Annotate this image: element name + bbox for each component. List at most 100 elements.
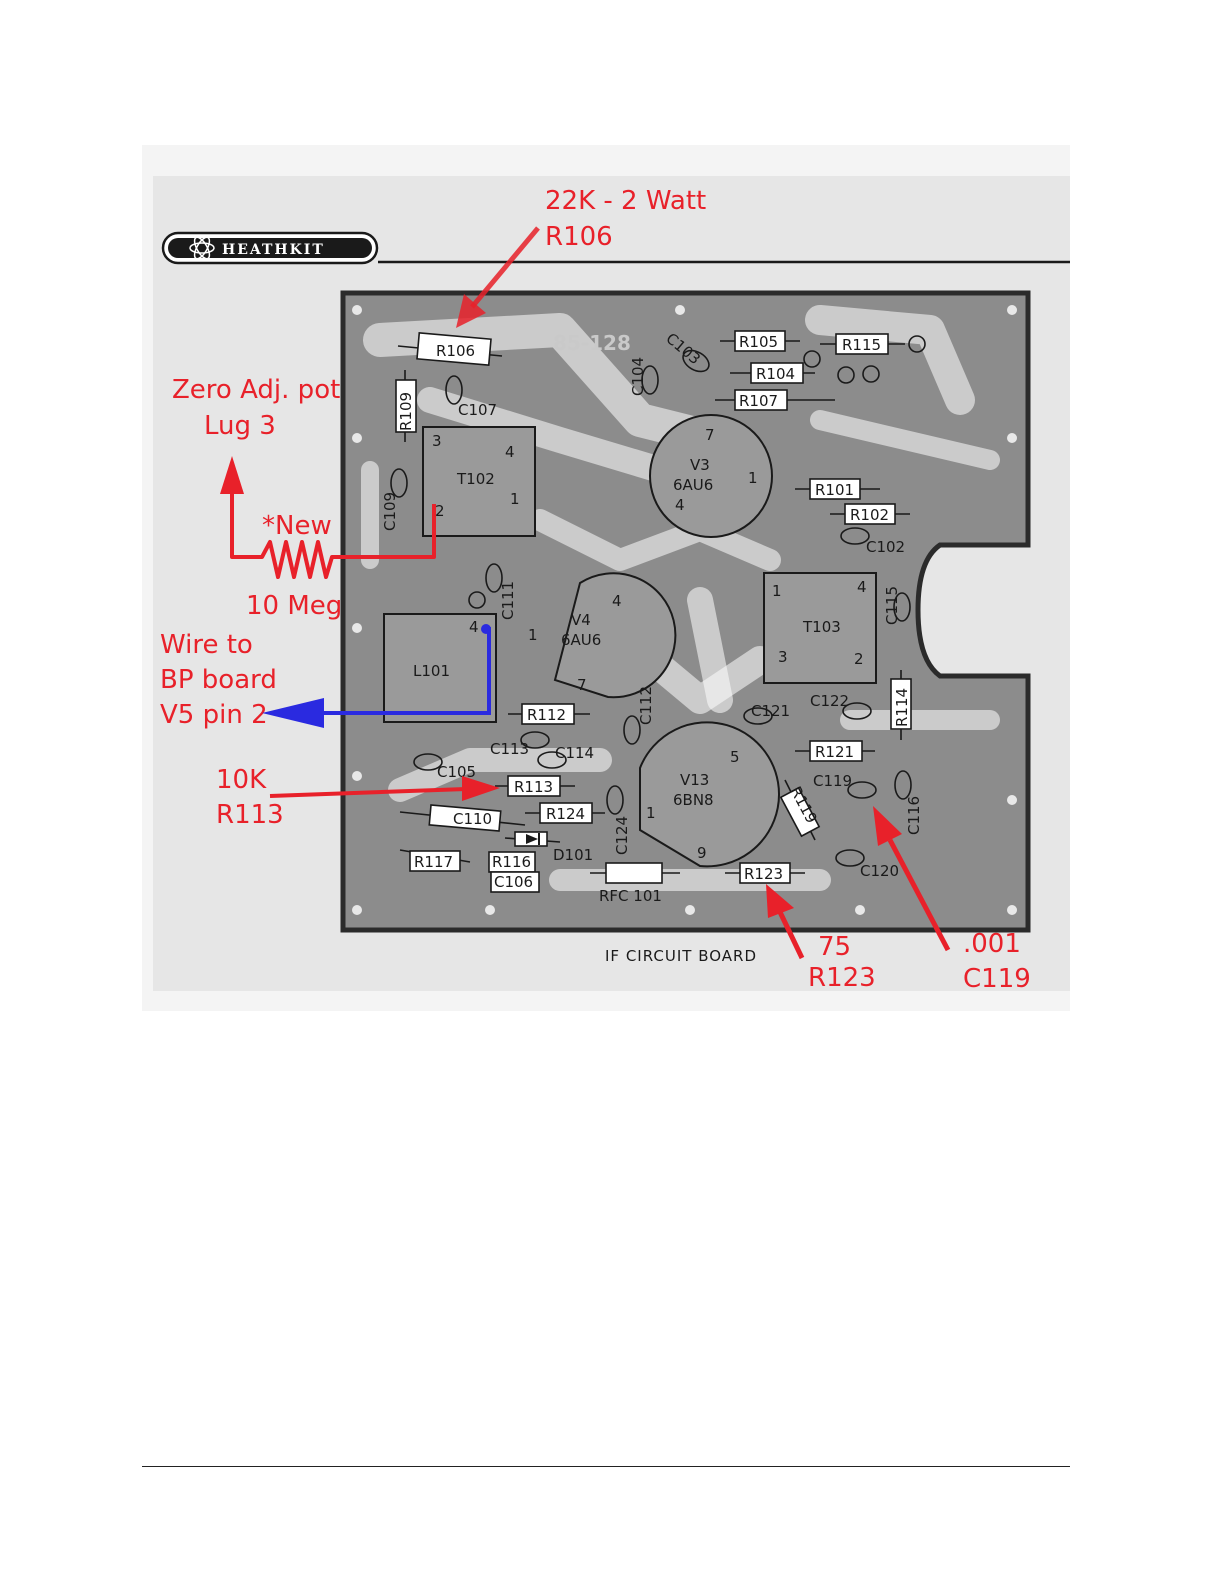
capacitor-label: C111 — [499, 581, 517, 620]
resistor-label: R104 — [756, 365, 795, 383]
capacitor-label: C104 — [629, 357, 647, 396]
t103-pin: 3 — [778, 648, 788, 666]
annotation-c119-ref: C119 — [963, 964, 1031, 994]
annotation-v5-pin: V5 pin 2 — [160, 700, 268, 730]
resistors: R106 R109 R105 R115 R104 R107 R101 R102 … — [395, 330, 912, 893]
capacitor-label: C114 — [555, 744, 594, 762]
tube-v4-pin: 1 — [528, 626, 538, 644]
resistor-label: R109 — [397, 392, 415, 431]
annotation-r106-ref: R106 — [545, 222, 613, 252]
tube-v4-pin: 4 — [612, 592, 622, 610]
capacitor-label: C106 — [494, 873, 533, 891]
capacitor-label: C105 — [437, 763, 476, 781]
arrow-r106 — [456, 226, 540, 328]
resistor-label: R106 — [436, 342, 475, 360]
t103-pin: 2 — [854, 650, 864, 668]
arrow-r123 — [766, 884, 805, 960]
resistor-label: R116 — [492, 853, 531, 871]
tube-v3-pin: 7 — [705, 426, 715, 444]
capacitor-label: C121 — [751, 702, 790, 720]
tube-v3-pin: 1 — [748, 469, 758, 487]
annotation-10meg: 10 Meg — [246, 591, 342, 621]
tube-v4-pin: 7 — [577, 676, 587, 694]
tube-v13-type: 6BN8 — [673, 791, 714, 809]
capacitor-label: C112 — [637, 686, 655, 725]
transformer-t103: T103 1 4 3 2 — [763, 572, 877, 684]
annotation-r123-ref: R123 — [808, 963, 876, 993]
l101-label: L101 — [413, 662, 450, 680]
tube-v3-name: V3 — [690, 456, 710, 474]
footer-rule — [142, 1466, 1070, 1467]
capacitor-label: C116 — [905, 796, 923, 835]
capacitor-labels: C107 C109 C103 C104 C102 C111 C115 C122 … — [381, 329, 923, 905]
t102-label: T102 — [456, 470, 495, 488]
tube-v3: V3 6AU6 7 1 4 — [649, 414, 773, 538]
tube-v4-type: 6AU6 — [561, 631, 601, 649]
coil-l101: L101 4 — [383, 613, 497, 723]
t102-pin: 3 — [432, 432, 442, 450]
resistor-label: R114 — [893, 688, 911, 727]
capacitor-label: C109 — [381, 492, 399, 531]
capacitor-label: C115 — [883, 586, 901, 625]
atom-icon — [189, 236, 215, 260]
annotation-r113-value: 10K — [216, 765, 267, 795]
tube-v3-pin: 4 — [675, 496, 685, 514]
resistor-label: R105 — [739, 333, 778, 351]
tube-v13-pin: 1 — [646, 804, 656, 822]
resistor-label: R113 — [514, 778, 553, 796]
blue-wire — [262, 624, 491, 728]
resistor-label: R121 — [815, 743, 854, 761]
annotation-r123-value: 75 — [818, 932, 851, 962]
t102-pin: 2 — [435, 502, 445, 520]
resistor-label: R112 — [527, 706, 566, 724]
board-caption: IF CIRCUIT BOARD — [605, 947, 757, 965]
arrow-c119 — [873, 806, 951, 952]
capacitor-label: C102 — [866, 538, 905, 556]
tube-v3-type: 6AU6 — [673, 476, 713, 494]
annotation-lug: Lug 3 — [204, 411, 276, 441]
board-part-number: 85-128 — [553, 331, 631, 355]
new-resistor-wire — [220, 456, 436, 579]
t103-label: T103 — [802, 618, 841, 636]
arrow-up-icon — [220, 456, 244, 494]
annotation-r106-value: 22K - 2 Watt — [545, 186, 706, 216]
mounting-holes — [352, 305, 1017, 915]
resistor-label: R107 — [739, 392, 778, 410]
annotation-c119-value: .001 — [963, 929, 1021, 959]
resistor-label: R101 — [815, 481, 854, 499]
diode-d101: D101 — [504, 831, 593, 864]
capacitor-label: C120 — [860, 862, 899, 880]
capacitor-label: C113 — [490, 740, 529, 758]
arrow-left-icon — [262, 698, 324, 728]
resistor-label: R117 — [414, 853, 453, 871]
capacitor-label: C124 — [613, 816, 631, 855]
annotation-wire-to: Wire to — [160, 630, 253, 660]
t103-pin: 1 — [772, 582, 782, 600]
arrow-r113 — [269, 776, 500, 801]
transformer-t102: T102 3 4 1 2 — [422, 426, 536, 537]
tube-v4: V4 6AU6 4 1 7 — [528, 572, 677, 699]
tube-v13-pin: 9 — [697, 844, 707, 862]
tube-v13: V13 6BN8 5 1 9 — [639, 721, 780, 868]
brand-text: HEATHKIT — [222, 242, 325, 258]
resistor-label: R115 — [842, 336, 881, 354]
t102-pin: 4 — [505, 443, 515, 461]
capacitor-label: C107 — [458, 401, 497, 419]
capacitor-label: C119 — [813, 772, 852, 790]
heathkit-logo: HEATHKIT — [161, 231, 379, 265]
t103-pin: 4 — [857, 578, 867, 596]
rfc-label: RFC 101 — [599, 887, 662, 905]
capacitors — [390, 335, 926, 867]
capacitor-label: C110 — [453, 810, 492, 828]
tube-v4-name: V4 — [571, 611, 591, 629]
annotation-bp-board: BP board — [160, 665, 277, 695]
tube-v13-name: V13 — [680, 771, 709, 789]
annotation-new: *New — [262, 511, 332, 541]
capacitor-label: C122 — [810, 692, 849, 710]
t102-pin: 1 — [510, 490, 520, 508]
resistor-label: R123 — [744, 865, 783, 883]
tube-v13-pin: 5 — [730, 748, 740, 766]
resistor-label: R124 — [546, 805, 585, 823]
annotation-r113-ref: R113 — [216, 800, 284, 830]
